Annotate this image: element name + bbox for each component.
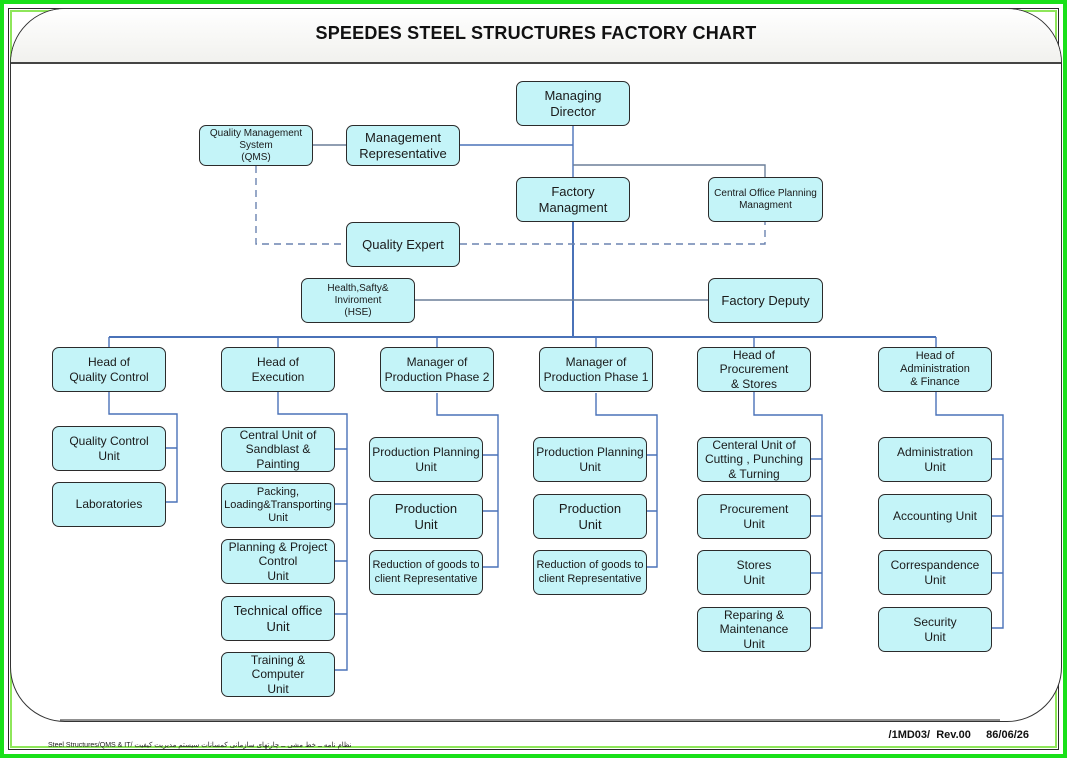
node-head-procurement-stores: Head of Procurement & Stores [697, 347, 811, 392]
node-laboratories: Laboratories [52, 482, 166, 527]
doc-date: 86/06/26 [986, 729, 1029, 741]
node-head-quality-control: Head of Quality Control [52, 347, 166, 392]
line-hqc-branch [108, 391, 178, 503]
node-production-unit-p2: Production Unit [369, 494, 483, 539]
line-haf-branch [935, 392, 1004, 629]
node-reduction-goods-p1: Reduction of goods to client Representat… [533, 550, 647, 595]
doc-code: /1MD03/ [888, 729, 931, 741]
line-mpp2-branch [436, 393, 499, 568]
dashed-qe-to-copm [460, 222, 766, 245]
node-factory-deputy: Factory Deputy [708, 278, 823, 323]
node-quality-management-system: Quality Management System (QMS) [199, 125, 313, 166]
node-packing-transport-unit: Packing, Loading&Transporting Unit [221, 483, 335, 528]
header-band [11, 9, 1061, 64]
footer-doc-info: /1MD03/ Rev.00 86/06/26 [889, 729, 1029, 741]
node-planning-project-control-unit: Planning & Project Control Unit [221, 539, 335, 584]
node-manager-production-phase-1: Manager of Production Phase 1 [539, 347, 653, 392]
node-cutting-punching-turning-unit: Centeral Unit of Cutting , Punching & Tu… [697, 437, 811, 482]
node-production-planning-unit-p2: Production Planning Unit [369, 437, 483, 482]
line-trunk-to-copm [573, 164, 766, 178]
node-head-execution: Head of Execution [221, 347, 335, 392]
node-manager-production-phase-2: Manager of Production Phase 2 [380, 347, 494, 392]
node-stores-unit: Stores Unit [697, 550, 811, 595]
node-security-unit: Security Unit [878, 607, 992, 652]
node-administration-unit: Administration Unit [878, 437, 992, 482]
dashed-qms-to-qe [255, 166, 347, 245]
footer-doc-path: Steel Structures/QMS & IT/ نظام نامه ــ … [48, 742, 352, 749]
node-quality-expert: Quality Expert [346, 222, 460, 267]
node-hse: Health,Safty& Inviroment (HSE) [301, 278, 415, 323]
line-mpp1-branch [595, 393, 658, 568]
node-head-administration-finance: Head of Administration & Finance [878, 347, 992, 392]
node-management-representative: Management Representative [346, 125, 460, 166]
line-hex-branch [277, 391, 348, 671]
node-procurement-unit: Procurement Unit [697, 494, 811, 539]
node-reduction-goods-p2: Reduction of goods to client Representat… [369, 550, 483, 595]
node-production-planning-unit-p1: Production Planning Unit [533, 437, 647, 482]
node-quality-control-unit: Quality Control Unit [52, 426, 166, 471]
node-factory-management: Factory Managment [516, 177, 630, 222]
node-training-computer-unit: Training & Computer Unit [221, 652, 335, 697]
node-sandblast-painting-unit: Central Unit of Sandblast & Painting [221, 427, 335, 472]
node-technical-office-unit: Technical office Unit [221, 596, 335, 641]
node-central-office-planning: Central Office Planning Managment [708, 177, 823, 222]
doc-revision: Rev.00 [936, 729, 971, 741]
node-repairing-maintenance-unit: Reparing & Maintenance Unit [697, 607, 811, 652]
page-title: SPEEDES STEEL STRUCTURES FACTORY CHART [315, 23, 757, 43]
node-production-unit-p1: Production Unit [533, 494, 647, 539]
line-hps-branch [753, 391, 823, 629]
node-managing-director: Managing Director [516, 81, 630, 126]
node-correspondence-unit: Correspandence Unit [878, 550, 992, 595]
node-accounting-unit: Accounting Unit [878, 494, 992, 539]
